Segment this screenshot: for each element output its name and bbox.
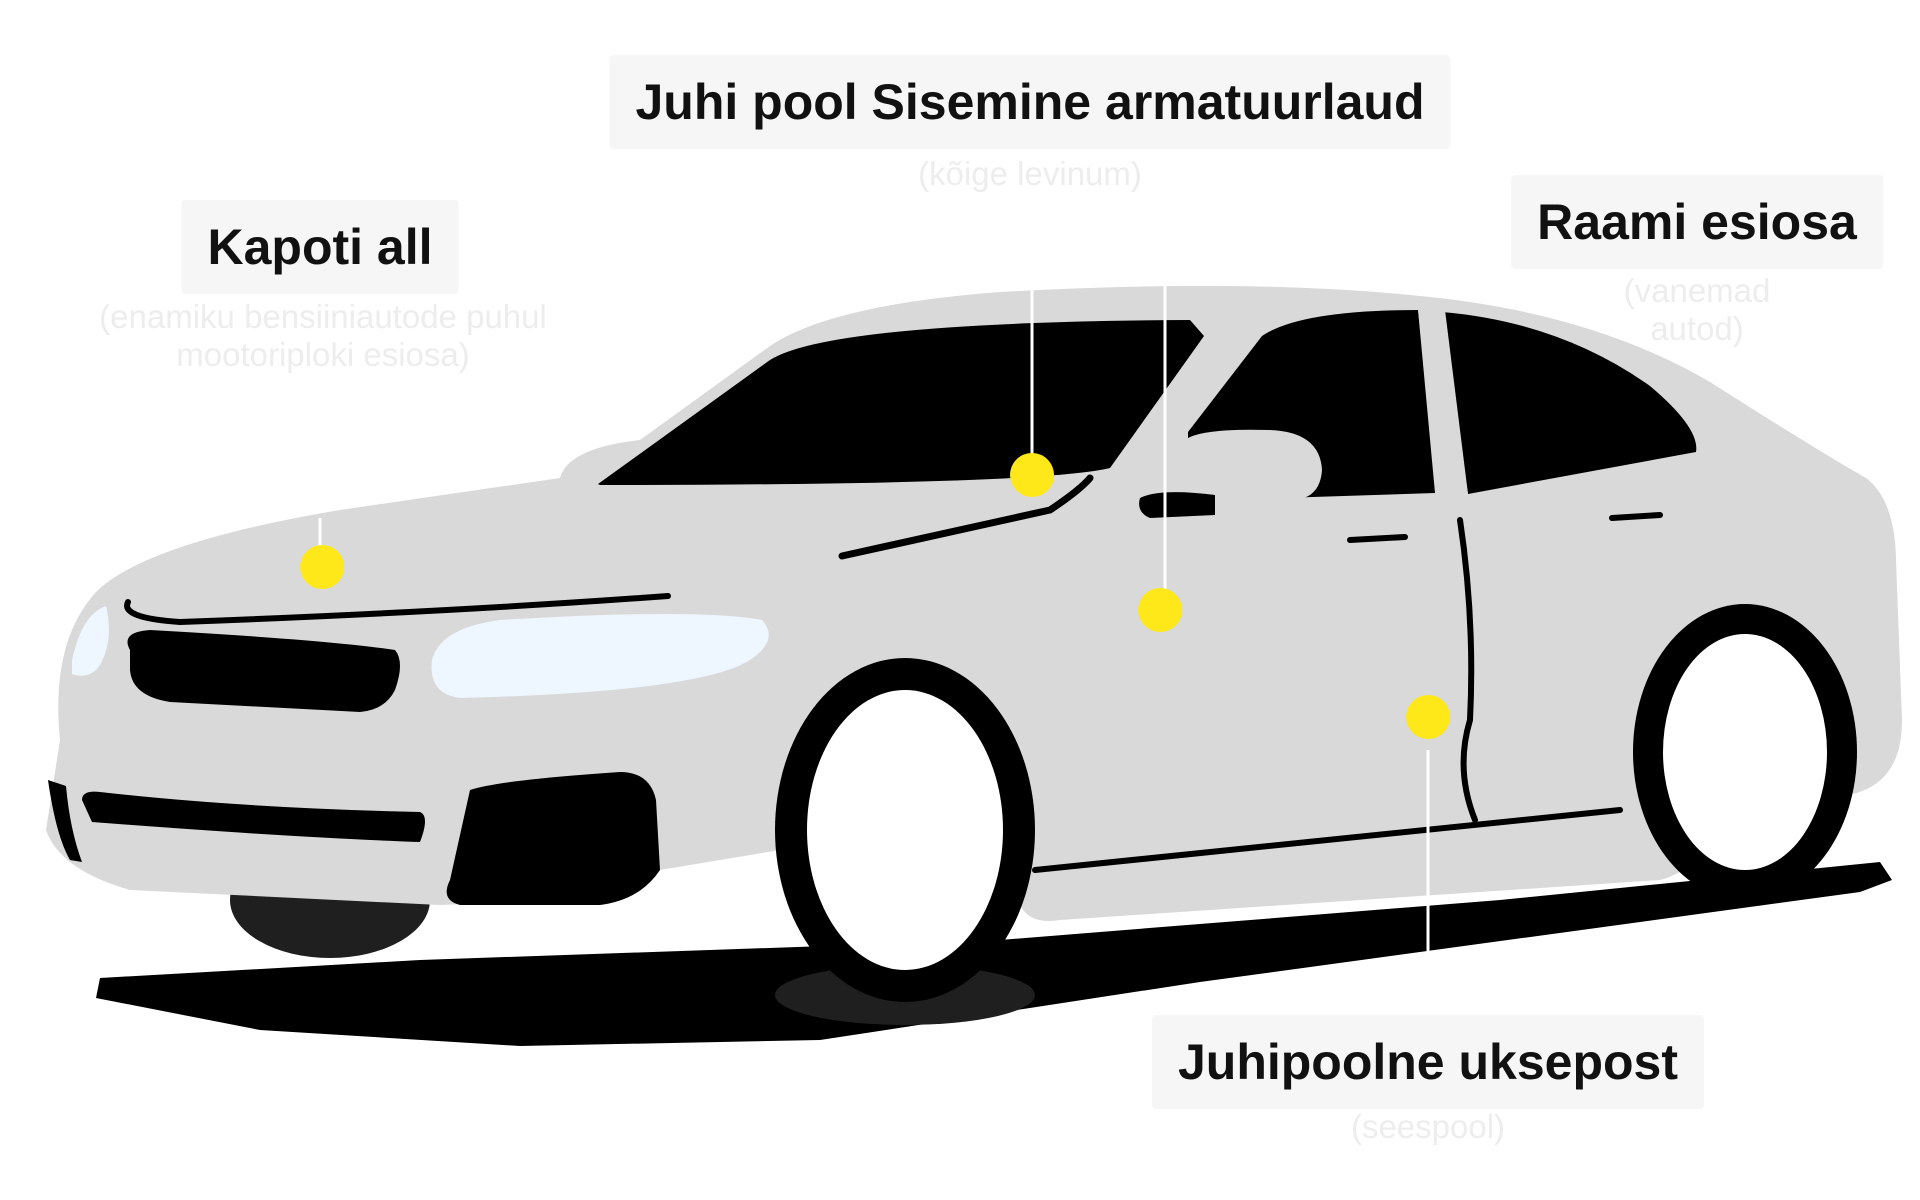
hood-sublabel: (enamiku bensiiniautode puhul mootoriplo… — [99, 298, 547, 374]
mirror-base — [1139, 492, 1215, 518]
leader-lines — [318, 282, 1430, 952]
bumper-intake-right — [446, 772, 660, 905]
rear-side-window — [1442, 312, 1697, 494]
door-post-sublabel: (seespool) — [1350, 1108, 1506, 1145]
body-trim-lines — [124, 474, 1663, 873]
door-post-marker-dot — [1406, 695, 1450, 739]
hood-label: Kapoti all — [181, 200, 459, 294]
rear-wheel — [1633, 604, 1857, 900]
dashboard-marker-dot — [1010, 453, 1054, 497]
door-post-label: Juhipoolne uksepost — [1151, 1015, 1705, 1109]
hood-marker-dot — [300, 545, 344, 589]
hood-sublabel-line2: mootoriploki esiosa) — [176, 335, 470, 373]
dashboard-sublabel: (kõige levinum) — [918, 155, 1142, 192]
frame-sublabel: (vanemad autod) — [1623, 272, 1771, 347]
windshield — [598, 320, 1204, 485]
b-pillar — [1418, 308, 1468, 494]
frame-marker-dot — [1138, 588, 1182, 632]
dashboard-label: Juhi pool Sisemine armatuurlaud — [609, 55, 1451, 149]
headlight-left — [72, 606, 109, 676]
hood-sublabel-line1: (enamiku bensiiniautode puhul — [99, 298, 547, 335]
lower-grille — [82, 791, 425, 842]
side-mirror — [1182, 429, 1322, 505]
headlight-right — [431, 614, 769, 698]
frame-label: Raami esiosa — [1511, 175, 1883, 269]
bumper-intake-left — [48, 780, 82, 862]
front-wheel — [775, 658, 1035, 1002]
front-grille — [127, 630, 400, 712]
